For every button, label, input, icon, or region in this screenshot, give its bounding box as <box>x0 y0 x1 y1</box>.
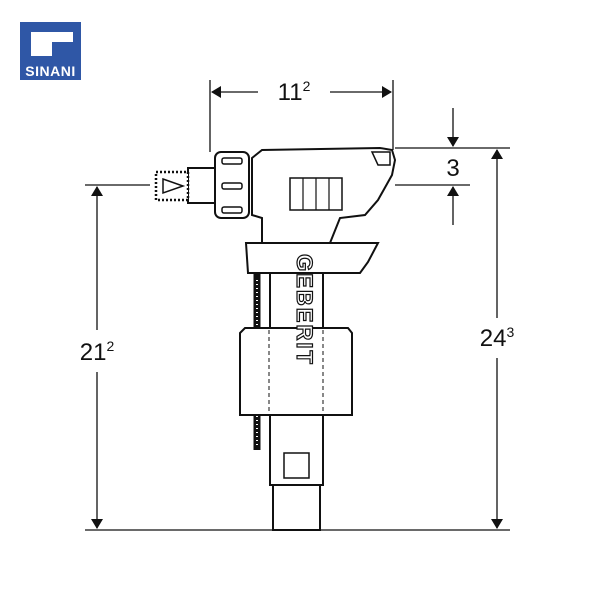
dim-width-label: 112 <box>278 78 311 106</box>
geberit-brand-mark: GEBERIT <box>292 254 317 366</box>
logo-text: SINANI <box>25 63 75 79</box>
dim-offset-label: 3 <box>446 155 459 182</box>
float-cup <box>244 242 380 274</box>
inlet-body <box>187 167 216 204</box>
fill-valve <box>154 146 397 531</box>
float <box>239 327 353 416</box>
sinani-logo: SINANI <box>20 22 81 80</box>
bottom-tube <box>272 482 321 531</box>
dim-total-height-label: 243 <box>480 324 515 352</box>
dim-inlet-height-label: 212 <box>80 338 115 366</box>
